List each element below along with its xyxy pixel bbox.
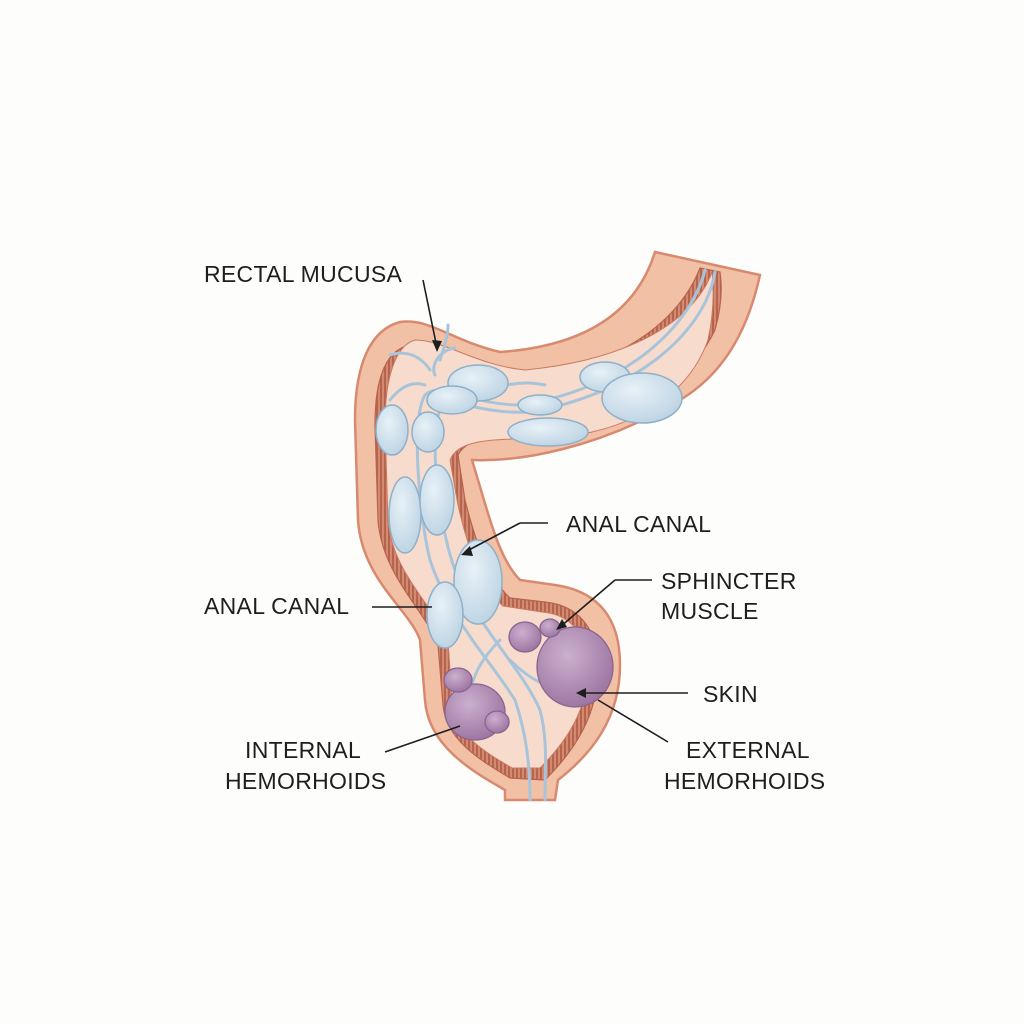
arrow-skin (576, 688, 586, 698)
nodule (426, 581, 464, 649)
nodule (375, 404, 409, 456)
hemorrhoid-small (508, 621, 542, 653)
hemorrhoid-small (539, 618, 561, 638)
leader-sphincter (559, 579, 616, 628)
nodule (601, 372, 683, 424)
label-skin: SKIN (703, 681, 758, 707)
label-external-line2: HEMORHOIDS (664, 768, 825, 794)
nodule (453, 539, 503, 625)
labels: RECTAL MUCUSA ANAL CANAL SPHINCTER MUSCL… (204, 261, 825, 794)
label-rectal-mucosa: RECTAL MUCUSA (204, 261, 403, 287)
leader-anal-canal-right (464, 522, 521, 553)
nodule (426, 385, 478, 415)
arrowheads (432, 340, 586, 698)
label-internal-line2: HEMORHOIDS (225, 768, 386, 794)
nodule (507, 417, 589, 447)
hemorrhoid-small (443, 667, 473, 693)
arrow-anal-canal-right (461, 546, 473, 556)
leader-internal (384, 725, 461, 753)
label-internal-line1: INTERNAL (245, 737, 361, 763)
hemorrhoid-small (484, 710, 510, 734)
nodule (411, 411, 445, 453)
vein-nodules (375, 361, 683, 649)
label-anal-canal-right: ANAL CANAL (566, 511, 711, 537)
arrow-sphincter (556, 619, 567, 630)
label-sphincter-line2: MUSCLE (661, 598, 759, 624)
nodule (419, 464, 455, 536)
leader-lines (372, 279, 688, 753)
leader-external (597, 699, 669, 743)
arrow-rectal-mucosa (432, 340, 442, 352)
label-external-line1: EXTERNAL (686, 737, 810, 763)
nodule (388, 476, 422, 554)
external-hemorrhoid (536, 626, 614, 708)
leader-rectal-mucosa (422, 279, 438, 349)
nodule (517, 394, 563, 416)
label-sphincter-line1: SPHINCTER (661, 568, 797, 594)
label-anal-canal-left: ANAL CANAL (204, 593, 349, 619)
